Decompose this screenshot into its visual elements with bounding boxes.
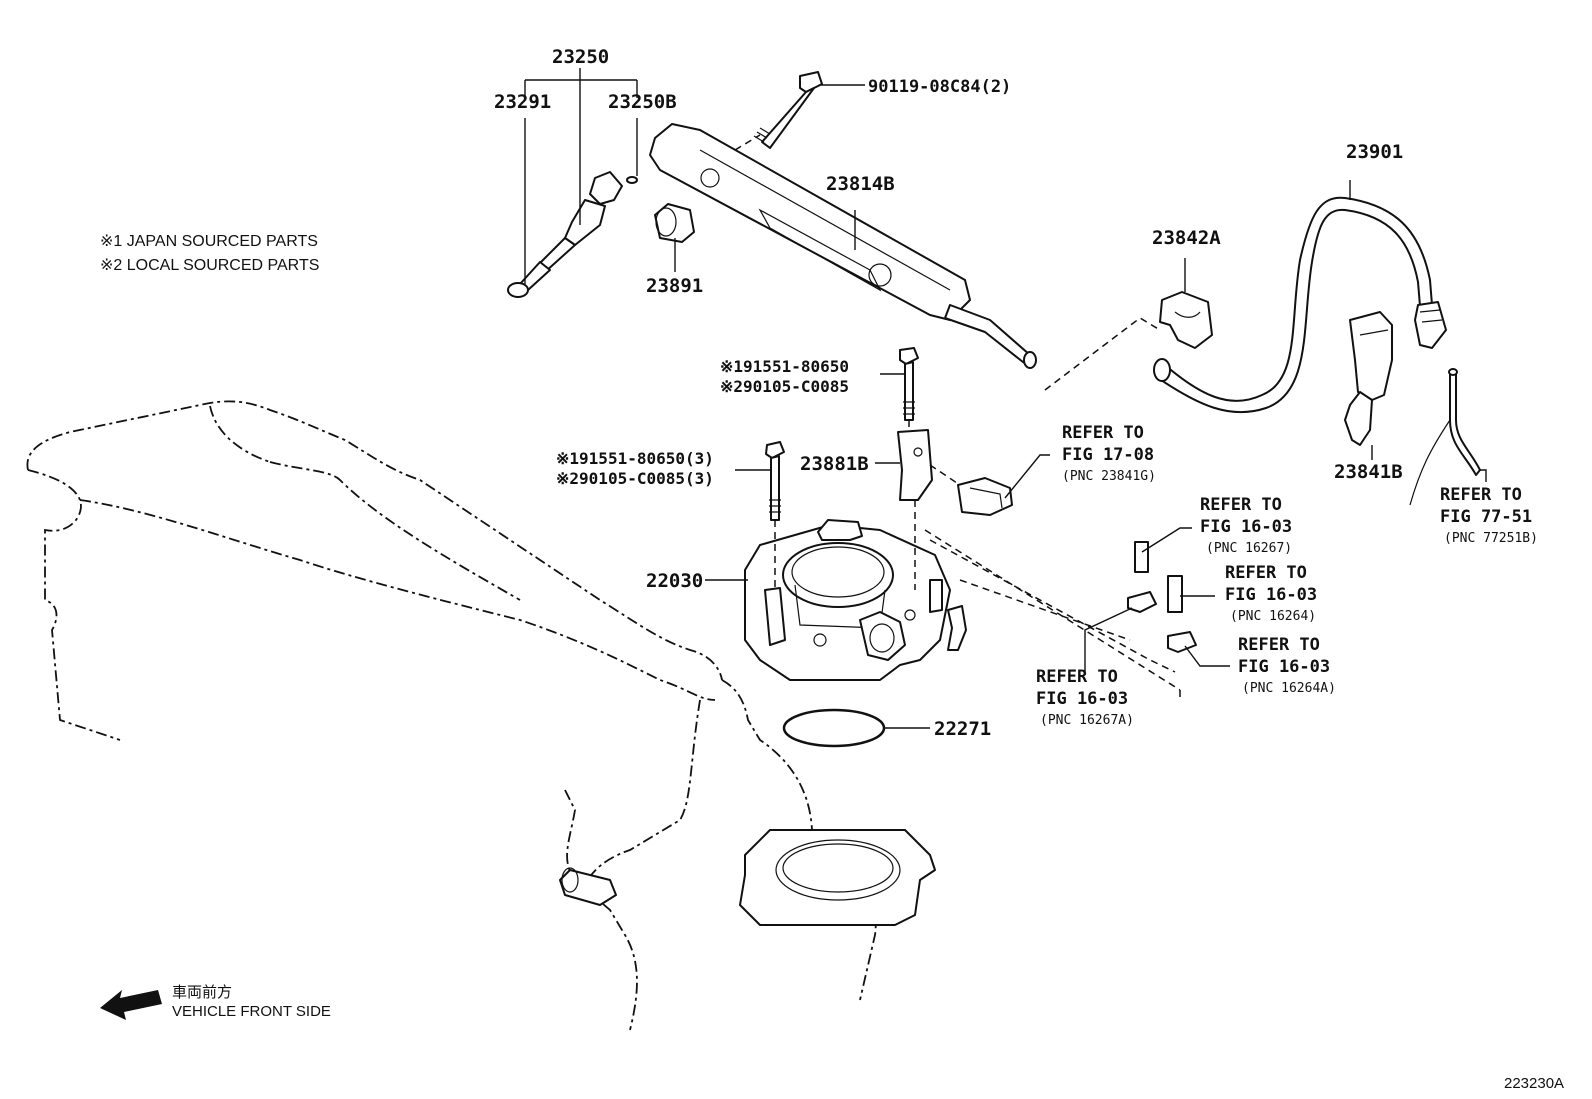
svg-text:REFER TO: REFER TO <box>1062 423 1144 443</box>
throttle-body-bolts <box>765 347 919 521</box>
throttle-body <box>744 519 967 681</box>
label-23891[interactable]: 23891 <box>646 275 703 297</box>
label-290105-C0085[interactable]: ※290105-C0085 <box>720 377 849 396</box>
label-290105-C0085-qty3[interactable]: ※290105-C0085(3) <box>556 469 714 488</box>
sensor-connector <box>957 477 1013 516</box>
direction-label-en: VEHICLE FRONT SIDE <box>172 1003 331 1020</box>
fuel-delivery-pipe <box>649 123 1037 369</box>
label-191551-80650[interactable]: ※191551-80650 <box>720 357 849 376</box>
label-191551-80650-qty3[interactable]: ※191551-80650(3) <box>556 449 714 468</box>
svg-text:REFER TO: REFER TO <box>1225 563 1307 583</box>
reference-labels: REFER TO FIG 17-08 (PNC 23841G) REFER TO… <box>1036 423 1538 728</box>
assembly-lines <box>734 134 1181 700</box>
svg-text:FIG 17-08: FIG 17-08 <box>1062 445 1154 465</box>
direction-label-jp: 車両前方 <box>172 984 232 1001</box>
svg-text:REFER TO: REFER TO <box>1036 667 1118 687</box>
svg-text:FIG 16-03: FIG 16-03 <box>1225 585 1317 605</box>
arrow-left-icon <box>100 990 162 1020</box>
svg-text:REFER TO: REFER TO <box>1440 485 1522 505</box>
svg-text:FIG 77-51: FIG 77-51 <box>1440 507 1532 527</box>
fuel-hose-clip <box>1344 311 1393 446</box>
wire-bracket <box>897 429 933 501</box>
svg-text:(PNC 23841G): (PNC 23841G) <box>1062 469 1156 484</box>
evap-tube <box>1409 368 1481 506</box>
label-23901[interactable]: 23901 <box>1346 141 1403 163</box>
ref-fig-16-03-pnc-16267[interactable]: REFER TO FIG 16-03 (PNC 16267) <box>1200 495 1292 556</box>
label-23881B[interactable]: 23881B <box>800 453 869 475</box>
water-hoses <box>1127 541 1197 653</box>
label-23841B[interactable]: 23841B <box>1334 461 1403 483</box>
label-23250B[interactable]: 23250B <box>608 91 677 113</box>
label-90119-08C84[interactable]: 90119-08C84(2) <box>868 77 1011 97</box>
label-23291[interactable]: 23291 <box>494 91 551 113</box>
svg-text:(PNC 16267): (PNC 16267) <box>1206 541 1292 556</box>
intake-flange <box>559 829 936 926</box>
leader-lines <box>524 68 1487 729</box>
throttle-gasket <box>782 708 886 748</box>
svg-text:(PNC 77251B): (PNC 77251B) <box>1444 531 1538 546</box>
ref-fig-16-03-pnc-16267A[interactable]: REFER TO FIG 16-03 (PNC 16267A) <box>1036 667 1134 728</box>
svg-text:(PNC 16267A): (PNC 16267A) <box>1040 713 1134 728</box>
fuel-hose <box>1153 196 1447 414</box>
figure-id: 223230A <box>1504 1075 1564 1092</box>
ref-fig-77-51[interactable]: REFER TO FIG 77-51 (PNC 77251B) <box>1440 485 1538 546</box>
engine-outline <box>26 400 877 1031</box>
ref-fig-17-08[interactable]: REFER TO FIG 17-08 (PNC 23841G) <box>1062 423 1156 484</box>
ref-fig-16-03-pnc-16264A[interactable]: REFER TO FIG 16-03 (PNC 16264A) <box>1238 635 1336 696</box>
label-22030[interactable]: 22030 <box>646 570 703 592</box>
ref-fig-16-03-pnc-16264[interactable]: REFER TO FIG 16-03 (PNC 16264) <box>1225 563 1317 624</box>
svg-text:FIG 16-03: FIG 16-03 <box>1036 689 1128 709</box>
delivery-pipe-bolt <box>753 71 823 149</box>
label-22271[interactable]: 22271 <box>934 718 991 740</box>
svg-text:FIG 16-03: FIG 16-03 <box>1238 657 1330 677</box>
svg-text:REFER TO: REFER TO <box>1238 635 1320 655</box>
part-labels: ※1 JAPAN SOURCED PARTS ※2 LOCAL SOURCED … <box>100 46 1403 740</box>
hose-clamp <box>1159 291 1213 349</box>
label-23842A[interactable]: 23842A <box>1152 227 1221 249</box>
svg-text:(PNC 16264): (PNC 16264) <box>1230 609 1316 624</box>
svg-text:REFER TO: REFER TO <box>1200 495 1282 515</box>
svg-text:FIG 16-03: FIG 16-03 <box>1200 517 1292 537</box>
note-japan-sourced: ※1 JAPAN SOURCED PARTS <box>100 233 318 250</box>
note-local-sourced: ※2 LOCAL SOURCED PARTS <box>100 257 319 274</box>
svg-text:(PNC 16264A): (PNC 16264A) <box>1242 681 1336 696</box>
label-23814B[interactable]: 23814B <box>826 173 895 195</box>
vehicle-front-indicator: 車両前方 VEHICLE FRONT SIDE <box>100 984 331 1020</box>
fuel-injector <box>507 171 638 298</box>
label-23250[interactable]: 23250 <box>552 46 609 68</box>
injector-grommet <box>654 203 695 243</box>
